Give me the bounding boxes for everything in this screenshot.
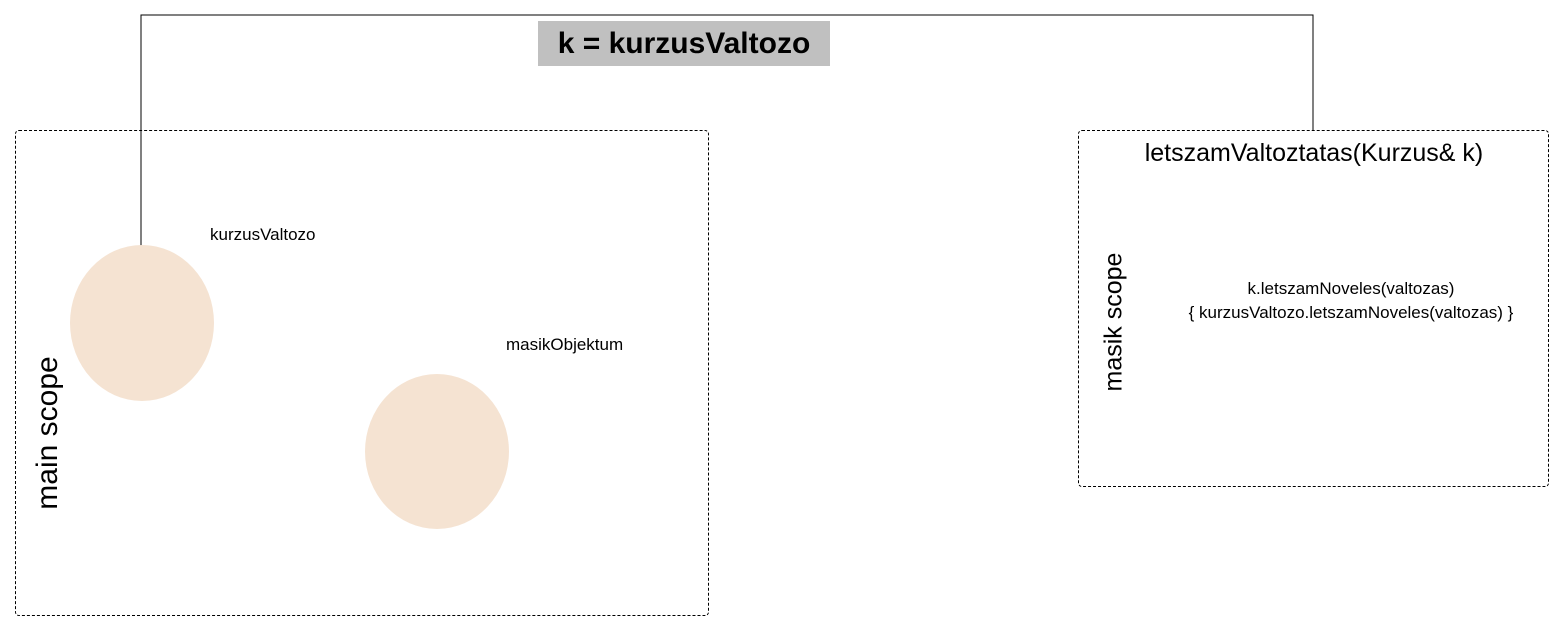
main-scope-title-text: main scope xyxy=(31,356,64,510)
kurzus-valtozo-label: kurzusValtozo xyxy=(210,225,316,244)
function-body: k.letszamNoveles(valtozas) { kurzusValto… xyxy=(1150,277,1552,325)
main-scope-box xyxy=(15,130,709,616)
masik-scope-box xyxy=(1078,130,1549,487)
reference-arrow xyxy=(140,14,1314,256)
function-signature: letszamValtoztatas(Kurzus& k) xyxy=(1112,135,1516,171)
masik-objektum-label: masikObjektum xyxy=(506,335,624,354)
assignment-label: k = kurzusValtozo xyxy=(538,21,830,66)
masik-objektum-object xyxy=(365,374,509,529)
masik-scope-title-text: masik scope xyxy=(1099,252,1128,392)
function-body-line: { kurzusValtozo.letszamNoveles(valtozas)… xyxy=(1188,303,1514,322)
function-body-line: k.letszamNoveles(valtozas) xyxy=(1247,279,1455,298)
kurzus-valtozo-object xyxy=(70,245,214,401)
